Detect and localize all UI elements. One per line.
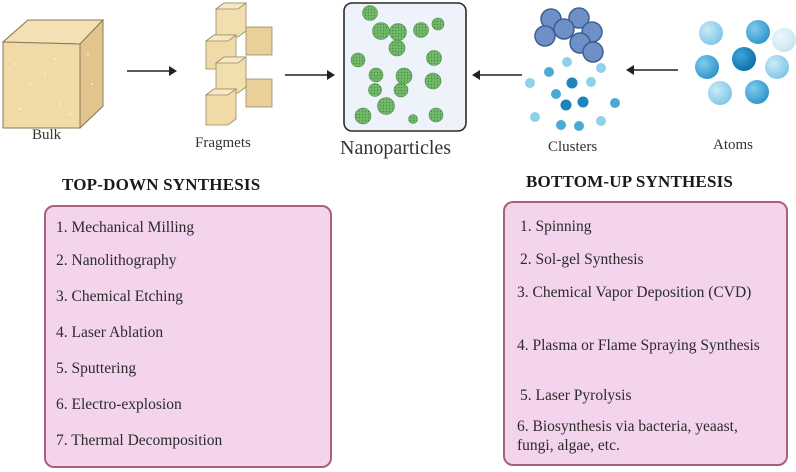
- clusters-label: Clusters: [548, 139, 598, 155]
- arrow-right-icon: [285, 70, 335, 80]
- top-down-item: 2. Nanolithography: [56, 252, 177, 269]
- clusters-icon: [525, 7, 620, 131]
- top-down-methods-box: 1. Mechanical Milling 2. Nanolithography…: [44, 205, 332, 468]
- bottom-up-item: 1. Spinning: [520, 218, 592, 235]
- arrow-left-icon: [472, 70, 522, 80]
- arrow-right-icon: [127, 66, 177, 76]
- bottom-up-item: 3. Chemical Vapor Deposition (CVD): [517, 284, 752, 301]
- top-down-item: 7. Thermal Decomposition: [56, 432, 223, 449]
- atoms-icon: [695, 20, 796, 105]
- fragments-icon: [204, 2, 273, 126]
- top-down-heading: TOP-DOWN SYNTHESIS: [62, 175, 261, 194]
- bottom-up-item: 2. Sol-gel Synthesis: [520, 251, 644, 268]
- fragments-label: Fragmets: [195, 135, 251, 151]
- bottom-up-heading: BOTTOM-UP SYNTHESIS: [526, 172, 734, 191]
- bottom-up-item: 6. Biosynthesis via bacteria, yeaast, fu…: [517, 418, 738, 454]
- top-down-item: 3. Chemical Etching: [56, 288, 183, 305]
- top-down-item: 4. Laser Ablation: [56, 324, 164, 341]
- nanoparticles-label: Nanoparticles: [340, 137, 452, 159]
- bulk-cube-icon: [1, 18, 105, 130]
- bottom-up-item: 5. Laser Pyrolysis: [520, 387, 632, 404]
- nanoparticles-icon: [343, 2, 467, 132]
- top-down-item: 6. Electro-explosion: [56, 396, 182, 413]
- bulk-label: Bulk: [32, 127, 62, 143]
- arrow-left-icon: [626, 65, 678, 75]
- bottom-up-item: 4. Plasma or Flame Spraying Synthesis: [517, 337, 760, 354]
- atoms-label: Atoms: [713, 137, 754, 153]
- top-down-item: 1. Mechanical Milling: [56, 219, 195, 236]
- top-down-item: 5. Sputtering: [56, 360, 137, 377]
- bottom-up-methods-box: 1. Spinning 2. Sol-gel Synthesis 3. Chem…: [503, 201, 788, 466]
